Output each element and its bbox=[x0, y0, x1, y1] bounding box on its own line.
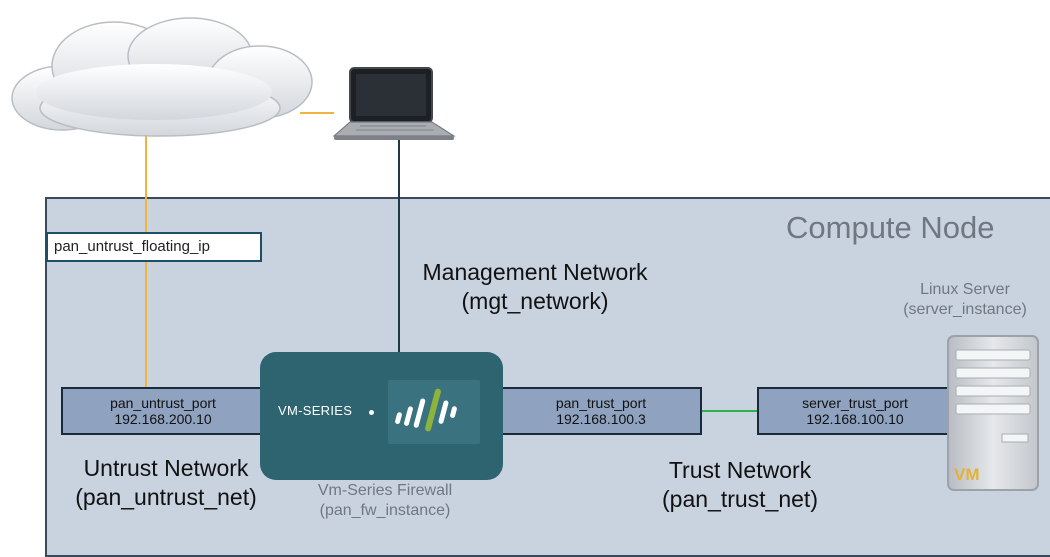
trust-port: pan_trust_port 192.168.100.3 bbox=[500, 387, 702, 435]
trust-network-name: Trust Network bbox=[668, 457, 812, 483]
firewall-name: Vm-Series Firewall bbox=[317, 482, 453, 499]
trust-network-label: Trust Network (pan_trust_net) bbox=[640, 456, 840, 514]
linux-server-title: Linux Server bbox=[920, 281, 1010, 298]
untrust-network-label: Untrust Network (pan_untrust_net) bbox=[50, 454, 282, 512]
floating-ip-label: pan_untrust_floating_ip bbox=[46, 232, 262, 262]
management-network-name: Management Network bbox=[422, 259, 648, 285]
management-network-id: (mgt_network) bbox=[461, 288, 609, 314]
untrust-port-ip: 192.168.200.10 bbox=[114, 411, 212, 427]
untrust-network-name: Untrust Network bbox=[83, 455, 249, 481]
untrust-network-id: (pan_untrust_net) bbox=[75, 484, 257, 510]
trust-network-id: (pan_trust_net) bbox=[662, 486, 818, 512]
server-icon: VM bbox=[947, 335, 1039, 491]
compute-node-title: Compute Node bbox=[786, 210, 995, 245]
laptop-icon bbox=[332, 67, 456, 140]
bullet-icon bbox=[369, 410, 374, 415]
cloud-icon bbox=[11, 17, 313, 137]
untrust-port-name: pan_untrust_port bbox=[110, 395, 216, 411]
trust-port-name: pan_trust_port bbox=[555, 395, 647, 411]
server-port-name: server_trust_port bbox=[802, 395, 908, 411]
server-port-ip: 192.168.100.10 bbox=[806, 411, 904, 427]
firewall-brand-text: VM-SERIES bbox=[278, 403, 353, 418]
server-trust-port: server_trust_port 192.168.100.10 bbox=[757, 387, 953, 435]
untrust-port: pan_untrust_port 192.168.200.10 bbox=[61, 387, 265, 435]
linux-server-label: Linux Server (server_instance) bbox=[870, 280, 1050, 320]
linux-server-instance: (server_instance) bbox=[903, 301, 1027, 318]
vm-badge: VM bbox=[954, 465, 980, 484]
firewall-label: Vm-Series Firewall (pan_fw_instance) bbox=[286, 481, 484, 521]
firewall-instance: (pan_fw_instance) bbox=[319, 502, 451, 519]
trust-port-ip: 192.168.100.3 bbox=[556, 411, 646, 427]
palo-alto-logo-icon bbox=[388, 380, 480, 444]
management-network-label: Management Network (mgt_network) bbox=[402, 258, 668, 316]
